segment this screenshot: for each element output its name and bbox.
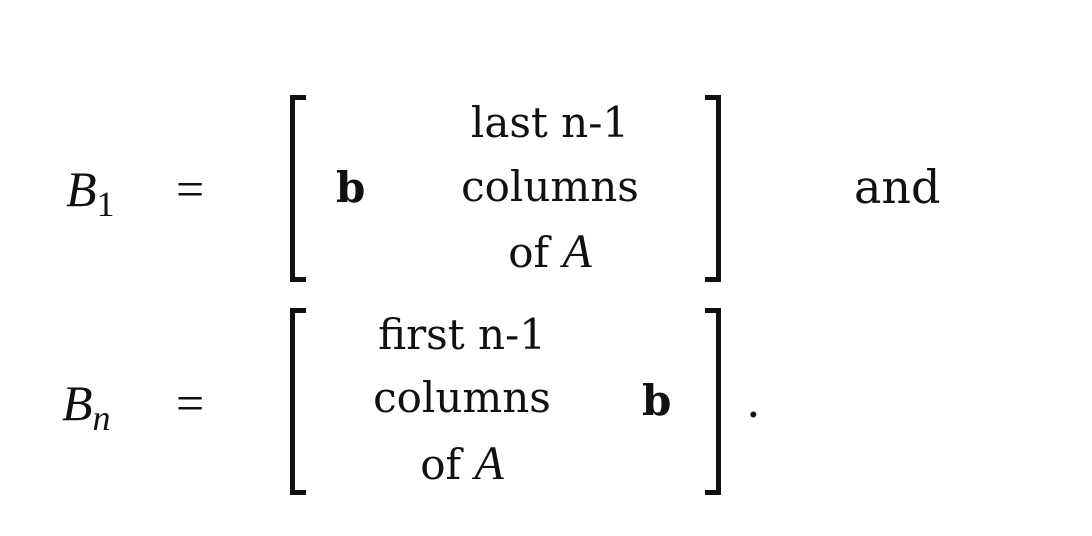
left-bracket	[290, 95, 306, 282]
block-line-3: of A	[352, 440, 572, 488]
matrix-symbol: A	[562, 225, 592, 278]
period: .	[746, 374, 761, 428]
lhs-subscript: 1	[96, 184, 115, 224]
block-line-3: of A	[440, 228, 660, 276]
block-line-2: columns	[373, 373, 551, 422]
matrix-symbol: A	[474, 437, 504, 490]
equals-sign: =	[176, 161, 205, 217]
block-line-2: columns	[461, 162, 639, 211]
lhs-bn: Bn	[62, 374, 111, 439]
lhs-symbol: B	[62, 375, 93, 431]
lhs-subscript: n	[92, 398, 111, 438]
block-line-1: last n-1	[470, 98, 630, 147]
block-of: of	[420, 440, 462, 489]
lhs-b1: B1	[66, 160, 115, 225]
lhs-symbol: B	[66, 161, 97, 217]
vector-b: b	[336, 163, 366, 212]
equals-sign: =	[176, 375, 205, 431]
block-of: of	[508, 228, 550, 277]
left-bracket	[290, 308, 306, 495]
right-bracket	[705, 308, 721, 495]
right-bracket	[705, 95, 721, 282]
block-line-1: first n-1	[378, 310, 546, 359]
conjunction-and: and	[854, 160, 941, 214]
vector-b: b	[642, 376, 672, 425]
